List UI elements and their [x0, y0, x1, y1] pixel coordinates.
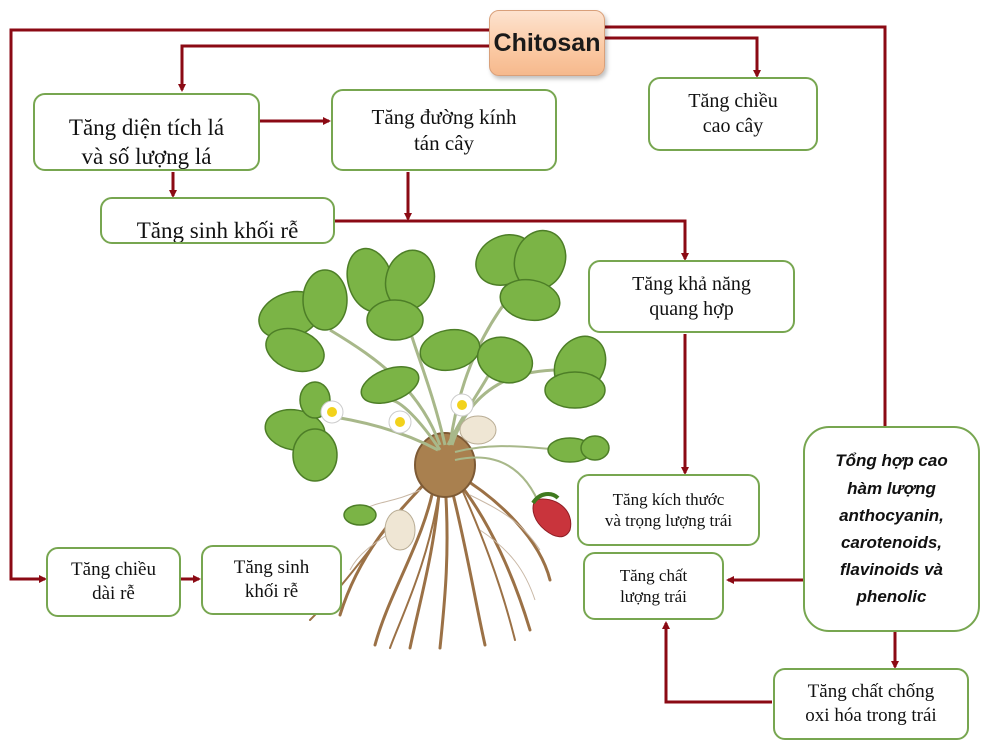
edge-root-biomass-photosynthesis — [335, 219, 689, 261]
leaves — [258, 229, 610, 526]
node-photosynthesis: Tăng khả năng quang hợp — [588, 260, 795, 333]
chitosan-node: Chitosan — [489, 10, 605, 76]
node-leaf-area-label: Tăng diện tích lá và số lượng lá — [68, 115, 225, 169]
flowers — [320, 393, 474, 434]
crown — [414, 432, 476, 498]
node-compounds: Tổng hợp cao hàm lượng anthocyanin, caro… — [803, 426, 980, 632]
node-canopy: Tăng đường kính tán cây — [331, 89, 557, 171]
node-fruit-size-label: Tăng kích thước và trọng lượng trái — [604, 489, 733, 530]
node-antioxidants: Tăng chất chống oxi hóa trong trái — [773, 668, 969, 740]
edge-chitosan-plant-height — [605, 36, 761, 78]
node-root-length-label: Tăng chiều dài rễ — [71, 559, 156, 604]
node-plant-height: Tăng chiều cao cây — [648, 77, 818, 151]
node-plant-height-label: Tăng chiều cao cây — [688, 90, 778, 137]
node-root-biomass-bottom-label: Tăng sinh khối rễ — [233, 557, 310, 602]
node-fruit-quality-label: Tăng chất lượng trái — [619, 565, 688, 606]
roots — [309, 473, 552, 650]
edge-chitosan-root-length — [9, 28, 490, 583]
node-fruit-size: Tăng kích thước và trọng lượng trái — [577, 474, 760, 546]
edge-antioxidants-fruit-quality — [662, 621, 772, 704]
unripe-fruit — [459, 415, 497, 445]
node-leaf-area: Tăng diện tích lá và số lượng lá — [33, 93, 260, 171]
unripe-fruit — [384, 509, 416, 551]
node-root-length: Tăng chiều dài rễ — [46, 547, 181, 617]
node-root-biomass-top-label: Tăng sinh khối rễ — [136, 218, 299, 244]
edge-chitosan-leaf-area — [178, 44, 490, 92]
fruits — [384, 415, 572, 551]
ripe-strawberry — [532, 498, 572, 538]
chitosan-label: Chitosan — [493, 28, 601, 57]
node-root-biomass-bottom: Tăng sinh khối rễ — [201, 545, 342, 615]
node-photosynthesis-label: Tăng khả năng quang hợp — [632, 272, 751, 320]
node-antioxidants-label: Tăng chất chống oxi hóa trong trái — [805, 681, 937, 726]
edge-chitosan-compounds — [605, 25, 887, 427]
node-root-biomass-top: Tăng sinh khối rễ — [100, 197, 335, 244]
node-compounds-label: Tổng hợp cao hàm lượng anthocyanin, caro… — [835, 451, 948, 607]
strawberry-plant-illustration — [258, 229, 610, 650]
node-fruit-quality: Tăng chất lượng trái — [583, 552, 724, 620]
node-canopy-label: Tăng đường kính tán cây — [371, 104, 517, 155]
